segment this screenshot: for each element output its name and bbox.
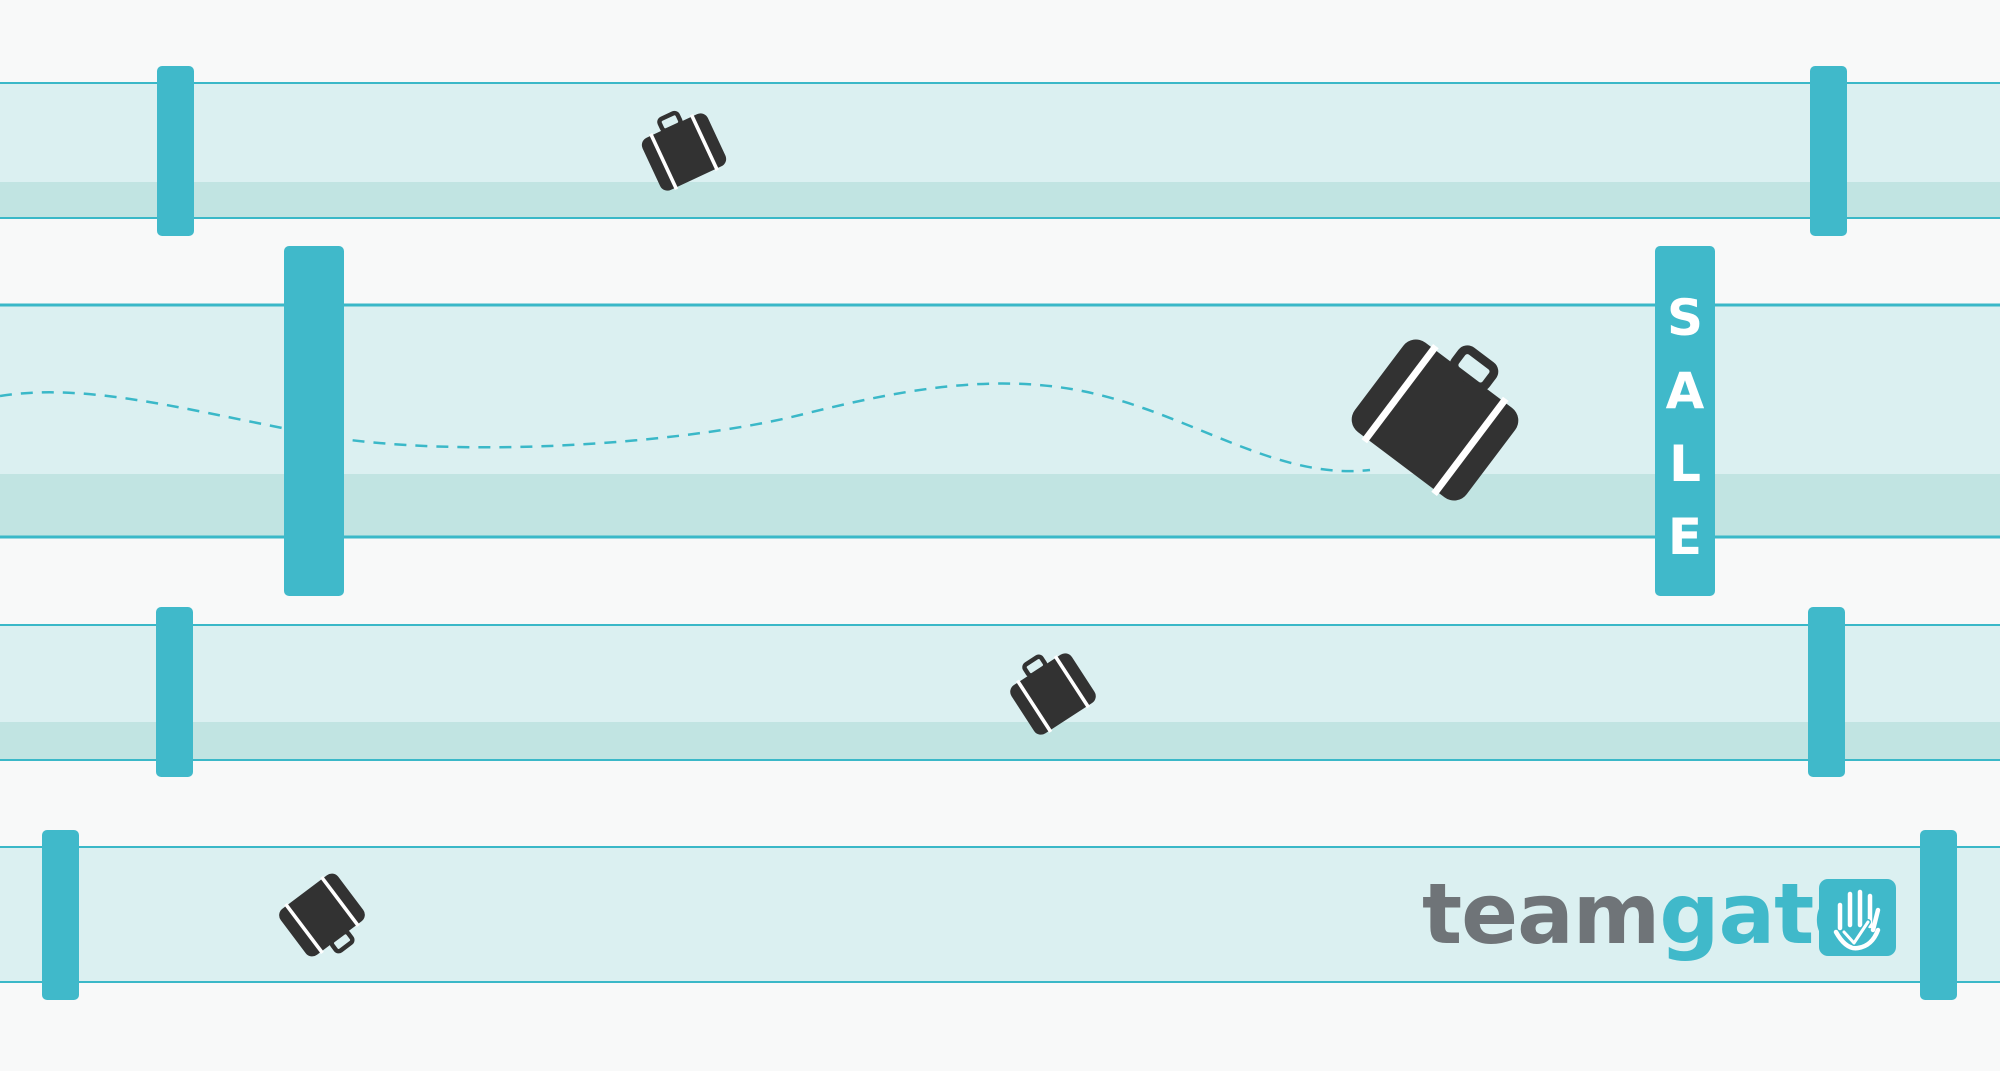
- logo-text-team: team: [1422, 865, 1659, 963]
- post-2-left: [284, 246, 344, 596]
- hand-check-icon: [1819, 879, 1896, 956]
- post-1-left: [157, 66, 194, 236]
- sale-letter-2: A: [1666, 362, 1705, 420]
- post-4-left: [42, 830, 79, 1000]
- pipeline-lane-1: [0, 82, 2000, 219]
- svg-text:teamgate: teamgate: [1422, 865, 1869, 963]
- sale-letter-1: S: [1667, 289, 1703, 347]
- post-1-right: [1810, 66, 1847, 236]
- pipeline-lane-3: [0, 624, 2000, 761]
- pipeline-lane-4: [0, 846, 2000, 983]
- sale-letter-4: E: [1668, 508, 1702, 566]
- post-3-right: [1808, 607, 1845, 777]
- dashed-path: [0, 382, 1371, 473]
- sale-banner: S A L E: [1655, 246, 1715, 596]
- sale-letter-3: L: [1669, 435, 1701, 493]
- teamgate-logo: teamgate: [1422, 865, 1896, 963]
- post-4-right: [1920, 830, 1957, 1000]
- post-3-left: [156, 607, 193, 777]
